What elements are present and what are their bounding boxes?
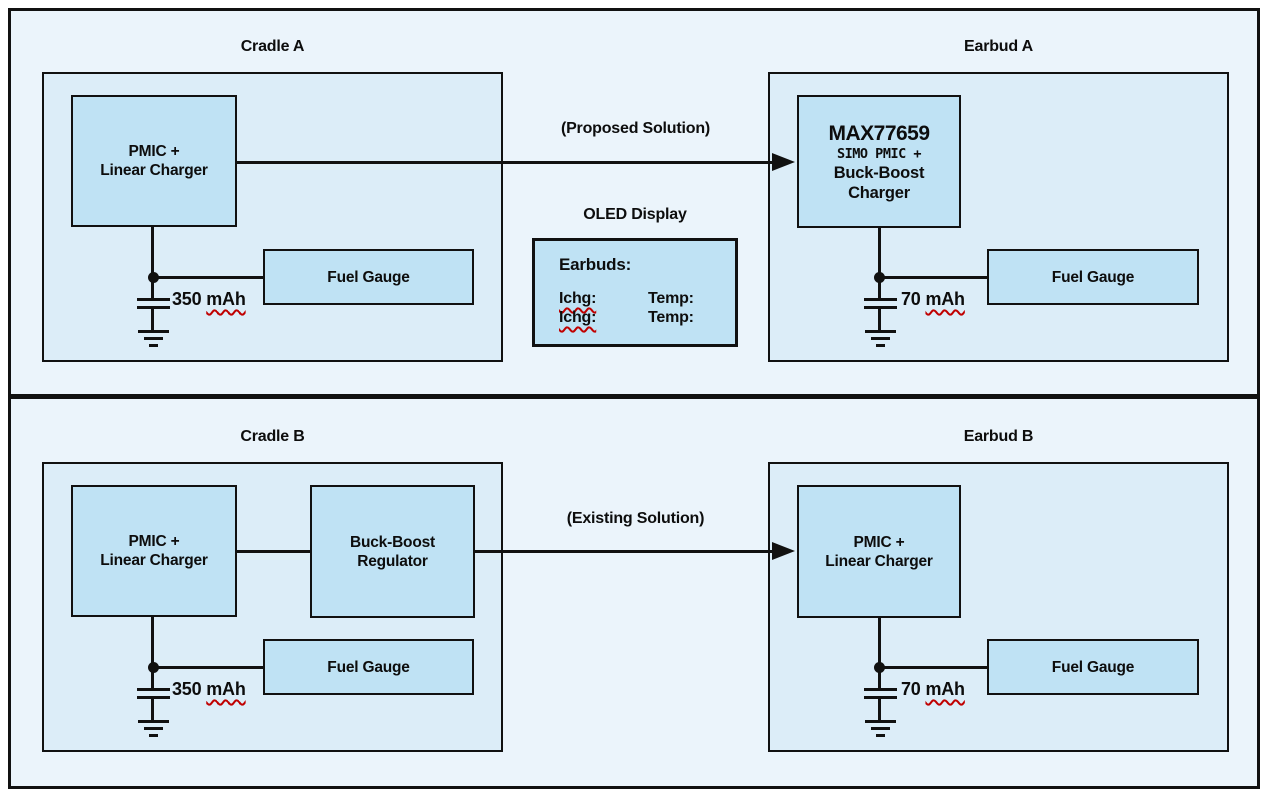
fuel-gauge-label: Fuel Gauge bbox=[1051, 658, 1135, 676]
capacitor-icon bbox=[864, 696, 897, 699]
ground-icon bbox=[871, 727, 890, 730]
earbud-a-title: Earbud A bbox=[964, 38, 1033, 55]
ground-icon bbox=[144, 727, 163, 730]
fuel-gauge-wire bbox=[153, 666, 263, 669]
chip-label-line4: Charger bbox=[848, 183, 910, 202]
oled-temp-label: Temp: bbox=[648, 290, 694, 307]
battery-wire bbox=[151, 309, 154, 331]
battery-capacity-label: 350 mAh bbox=[172, 679, 246, 700]
earbud-b-title: Earbud B bbox=[963, 428, 1034, 445]
ground-icon bbox=[865, 330, 896, 333]
capacitor-icon bbox=[864, 298, 897, 301]
battery-wire bbox=[151, 699, 154, 721]
proposed-arrow-line bbox=[237, 161, 774, 164]
fuel-gauge-label: Fuel Gauge bbox=[327, 268, 410, 286]
capacitor-icon bbox=[137, 696, 170, 699]
cradle-b-title: Cradle B bbox=[240, 428, 305, 445]
regulator-label-line2: Regulator bbox=[357, 552, 428, 570]
battery-value: 350 bbox=[172, 679, 202, 699]
fuel-gauge-wire bbox=[880, 276, 987, 279]
battery-value: 70 bbox=[901, 679, 921, 699]
pmic-label-line1: PMIC + bbox=[128, 143, 180, 160]
proposed-arrow-head-icon bbox=[772, 153, 795, 171]
ground-icon bbox=[871, 337, 890, 340]
battery-wire bbox=[151, 617, 154, 691]
ground-icon bbox=[149, 344, 158, 347]
battery-unit: mAh bbox=[206, 289, 246, 309]
cradle-b-buck-boost-regulator-block: Buck-Boost Regulator bbox=[310, 485, 475, 618]
ground-icon bbox=[876, 734, 885, 737]
cradle-b-fuel-gauge-block: Fuel Gauge bbox=[263, 639, 474, 695]
oled-temp-label: Temp: bbox=[648, 309, 694, 326]
battery-capacity-label: 350 mAh bbox=[172, 289, 246, 310]
existing-arrow-head-icon bbox=[772, 542, 795, 560]
cradle-a-pmic-block: PMIC + Linear Charger bbox=[71, 95, 237, 227]
existing-solution-label: (Existing Solution) bbox=[566, 510, 705, 527]
ground-icon bbox=[149, 734, 158, 737]
oled-display-label: OLED Display bbox=[583, 206, 687, 223]
capacitor-icon bbox=[864, 306, 897, 309]
ground-icon bbox=[865, 720, 896, 723]
junction-dot bbox=[874, 662, 885, 673]
battery-unit: mAh bbox=[925, 289, 965, 309]
battery-value: 70 bbox=[901, 289, 921, 309]
pmic-label-line1: PMIC + bbox=[853, 533, 905, 551]
fuel-gauge-label: Fuel Gauge bbox=[1051, 268, 1135, 286]
battery-value: 350 bbox=[172, 289, 202, 309]
fuel-gauge-wire bbox=[153, 276, 263, 279]
battery-wire bbox=[878, 228, 881, 301]
junction-dot bbox=[874, 272, 885, 283]
pmic-regulator-wire bbox=[237, 550, 310, 553]
chip-part-number: MAX77659 bbox=[828, 121, 930, 145]
chip-label-line3: Buck-Boost bbox=[833, 163, 925, 182]
chip-label-line2: SIMO PMIC + bbox=[837, 145, 921, 162]
ground-icon bbox=[144, 337, 163, 340]
existing-arrow-line bbox=[475, 550, 774, 553]
capacitor-icon bbox=[137, 688, 170, 691]
pmic-label-line2: Linear Charger bbox=[825, 552, 933, 570]
regulator-label-line1: Buck-Boost bbox=[350, 533, 435, 551]
proposed-solution-label: (Proposed Solution) bbox=[560, 120, 711, 137]
cradle-a-fuel-gauge-block: Fuel Gauge bbox=[263, 249, 474, 305]
pmic-label-line2: Linear Charger bbox=[100, 552, 208, 569]
battery-wire bbox=[878, 699, 881, 721]
battery-wire bbox=[151, 227, 154, 301]
pmic-label-line1: PMIC + bbox=[128, 533, 180, 550]
fuel-gauge-label: Fuel Gauge bbox=[327, 658, 410, 676]
capacitor-icon bbox=[137, 306, 170, 309]
cradle-b-pmic-block: PMIC + Linear Charger bbox=[71, 485, 237, 617]
pmic-label-line2: Linear Charger bbox=[100, 162, 208, 179]
oled-display-box: Earbuds: Ichg: Temp: Ichg: Temp: bbox=[532, 238, 738, 347]
ground-icon bbox=[876, 344, 885, 347]
battery-capacity-label: 70 mAh bbox=[901, 289, 965, 310]
battery-unit: mAh bbox=[206, 679, 246, 699]
fuel-gauge-wire bbox=[880, 666, 987, 669]
earbud-a-max77659-block: MAX77659 SIMO PMIC + Buck-Boost Charger bbox=[797, 95, 961, 228]
oled-ichg-label: Ichg: bbox=[559, 290, 597, 307]
capacitor-icon bbox=[864, 688, 897, 691]
oled-ichg-label: Ichg: bbox=[559, 309, 597, 326]
capacitor-icon bbox=[137, 298, 170, 301]
earbud-b-fuel-gauge-block: Fuel Gauge bbox=[987, 639, 1199, 695]
oled-header: Earbuds: bbox=[559, 255, 632, 274]
battery-capacity-label: 70 mAh bbox=[901, 679, 965, 700]
battery-wire bbox=[878, 618, 881, 691]
earbud-a-fuel-gauge-block: Fuel Gauge bbox=[987, 249, 1199, 305]
battery-unit: mAh bbox=[925, 679, 965, 699]
section-divider bbox=[8, 394, 1260, 399]
ground-icon bbox=[138, 330, 169, 333]
earbud-b-pmic-block: PMIC + Linear Charger bbox=[797, 485, 961, 618]
cradle-a-title: Cradle A bbox=[240, 38, 305, 55]
battery-wire bbox=[878, 309, 881, 331]
ground-icon bbox=[138, 720, 169, 723]
